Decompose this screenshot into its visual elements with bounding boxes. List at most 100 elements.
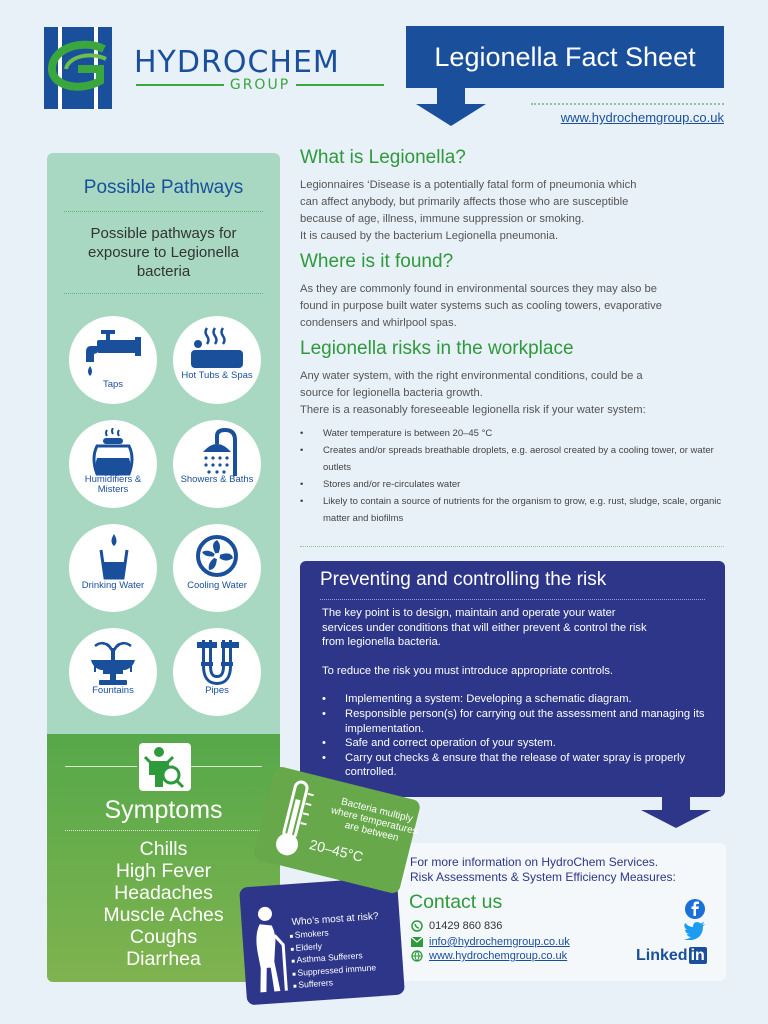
- website-link-top[interactable]: www.hydrochemgroup.co.uk: [560, 110, 724, 125]
- main-divider: [300, 546, 724, 547]
- drinking-water-icon: [99, 534, 129, 580]
- prevent-bullet-list: Implementing a system: Developing a sche…: [322, 692, 707, 780]
- text-line: The key point is to design, maintain and…: [322, 607, 616, 619]
- pathway-showers: Showers & Baths: [173, 420, 261, 508]
- contact-email[interactable]: info@hydrochemgroup.co.uk: [429, 936, 570, 948]
- pathway-label: Humidifiers & Misters: [84, 474, 142, 495]
- symptom-item: Muscle Aches: [103, 904, 224, 926]
- linkedin-in: in: [688, 947, 707, 964]
- cooling-fan-icon: [196, 535, 238, 577]
- prevent-divider: [320, 599, 705, 600]
- contact-website-row[interactable]: www.hydrochemgroup.co.uk: [411, 950, 567, 962]
- text-line: As they are commonly found in environmen…: [300, 283, 657, 295]
- text-line: source for legionella bacteria growth.: [300, 387, 483, 399]
- text-line: Risk Assessments & System Efficiency Mea…: [410, 870, 676, 884]
- prevent-panel: Preventing and controlling the risk The …: [300, 561, 725, 797]
- elderly-person-icon: [256, 906, 288, 993]
- text-line: Any water system, with the right environ…: [300, 370, 643, 382]
- section-heading-where: Where is it found?: [300, 251, 454, 272]
- main-content: What is Legionella? Legionnaires ‘Diseas…: [300, 147, 728, 527]
- logo-wordmark: HYDROCHEM GROUP: [134, 45, 385, 93]
- pathway-label: Cooling Water: [187, 580, 247, 591]
- contact-info: For more information on HydroChem Servic…: [410, 855, 676, 885]
- text-line: To reduce the risk you must introduce ap…: [322, 664, 614, 677]
- prevent-arrow-stem: [662, 797, 690, 811]
- pathways-title: Possible Pathways: [83, 177, 244, 198]
- pathway-drinking-water: Drinking Water: [69, 524, 157, 612]
- contact-website[interactable]: www.hydrochemgroup.co.uk: [429, 950, 568, 962]
- sick-person-icon: [139, 743, 191, 791]
- text-line: services under conditions that will eith…: [322, 621, 647, 634]
- page-title: Legionella Fact Sheet: [406, 26, 724, 88]
- prevent-body: The key point is to design, maintain and…: [322, 606, 707, 780]
- contact-phone-row[interactable]: 01429 860 836: [411, 920, 502, 932]
- symptom-item: Headaches: [114, 882, 213, 904]
- pathway-cooling-water: Cooling Water: [173, 524, 261, 612]
- pathway-label: Fountains: [92, 685, 134, 696]
- temperature-range: 20–45°C: [307, 836, 365, 865]
- down-arrow-icon: [641, 810, 711, 828]
- pathway-pipes: Pipes: [173, 628, 261, 716]
- pathways-divider: [64, 293, 263, 294]
- text-line: There is a reasonably foreseeable legion…: [300, 404, 646, 416]
- pathway-humidifiers: Humidifiers & Misters: [69, 420, 157, 508]
- at-risk-card: Who’s most at risk? Smokers Elderly Asth…: [239, 876, 405, 1006]
- down-arrow-icon: [416, 104, 486, 126]
- whatsapp-icon: [411, 920, 423, 932]
- risk-bullet: Likely to contain a source of nutrients …: [300, 493, 728, 527]
- contact-title: Contact us: [409, 891, 503, 913]
- temperature-card-text: Bacteria multiply where temperatures are…: [329, 796, 419, 844]
- symptoms-divider: [190, 766, 262, 767]
- symptom-item: High Fever: [115, 860, 212, 882]
- logo-group: GROUP: [229, 77, 291, 93]
- symptoms-title: Symptoms: [104, 796, 223, 824]
- globe-icon: [411, 950, 423, 962]
- thermometer-icon: [276, 780, 314, 856]
- hydrochem-logo-icon: [44, 27, 112, 109]
- section-heading-what: What is Legionella?: [300, 147, 466, 168]
- section-heading-risks: Legionella risks in the workplace: [300, 338, 574, 359]
- section-text-risks: Any water system, with the right environ…: [300, 368, 728, 419]
- symptoms-panel: Symptoms Chills High Fever Headaches Mus…: [47, 734, 280, 982]
- text-line: can affect anybody, but primarily affect…: [300, 196, 629, 208]
- text-line: found in purpose built water systems suc…: [300, 300, 662, 312]
- humidifier-icon: [92, 428, 134, 476]
- risk-bullet: Creates and/or spreads breathable drople…: [300, 442, 728, 476]
- twitter-icon[interactable]: [684, 922, 706, 940]
- pathway-label: Hot Tubs & Spas: [181, 370, 253, 381]
- contact-email-row[interactable]: info@hydrochemgroup.co.uk: [411, 936, 570, 948]
- facebook-icon[interactable]: [684, 898, 706, 920]
- hot-tub-icon: [191, 327, 243, 368]
- contact-phone: 01429 860 836: [429, 920, 503, 932]
- pathways-subtitle: Possible pathways for exposure to Legion…: [88, 225, 239, 280]
- pathway-taps: Taps: [69, 316, 157, 404]
- logo-mark: [44, 27, 112, 109]
- prevent-bullet: Carry out checks & ensure that the relea…: [322, 751, 707, 780]
- prevent-bullet: Implementing a system: Developing a sche…: [322, 692, 707, 707]
- fountain-icon: [91, 641, 135, 685]
- email-icon: [411, 937, 423, 947]
- text-line: Legionnaires ‘Disease is a potentially f…: [300, 179, 637, 191]
- shower-icon: [203, 428, 237, 476]
- pathway-label: Taps: [102, 379, 124, 390]
- header-divider: [531, 103, 724, 105]
- prevent-bullet: Safe and correct operation of your syste…: [322, 736, 707, 751]
- symptom-item: Coughs: [129, 926, 198, 948]
- title-arrow-stem: [437, 88, 465, 106]
- symptom-item: Diarrhea: [126, 948, 201, 970]
- at-risk-list: Smokers Elderly Asthma Sufferers Suppres…: [289, 924, 377, 992]
- pathway-label: Showers & Baths: [180, 474, 254, 485]
- text-line: For more information on HydroChem Servic…: [410, 855, 659, 869]
- symptom-item: Chills: [139, 838, 188, 860]
- temperature-card: Bacteria multiply where temperatures are…: [252, 765, 422, 895]
- linkedin-text: Linked: [636, 947, 688, 964]
- pathway-label: Drinking Water: [81, 580, 145, 591]
- section-text-what: Legionnaires ‘Disease is a potentially f…: [300, 177, 728, 245]
- text-line: It is caused by the bacterium Legionella…: [300, 230, 559, 242]
- pipes-icon: [197, 640, 239, 686]
- text-line: from legionella bacteria.: [322, 636, 441, 649]
- logo-name: HYDROCHEM: [134, 45, 340, 80]
- risk-bullet: Water temperature is between 20–45 °C: [300, 425, 728, 442]
- symptoms-divider: [65, 766, 137, 767]
